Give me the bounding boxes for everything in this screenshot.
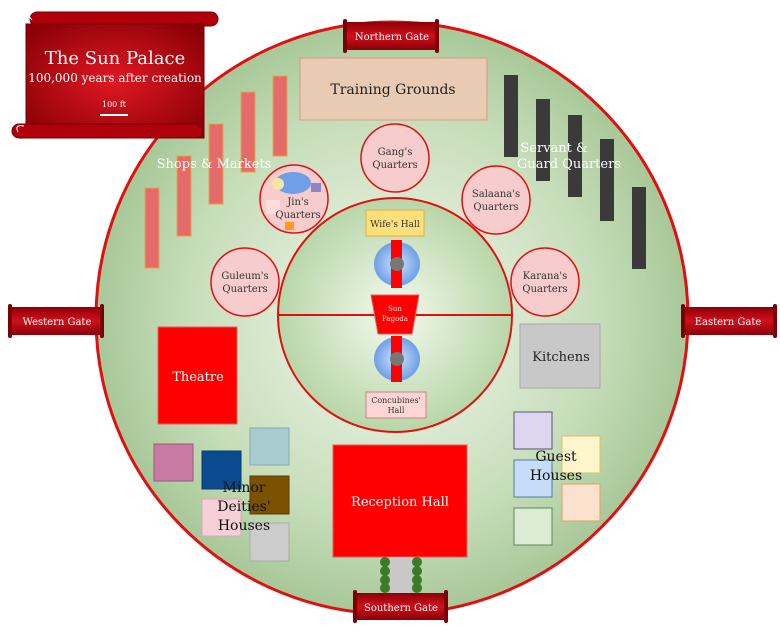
svg-text:Southern Gate: Southern Gate: [364, 603, 438, 614]
sun-pagoda-label-1: Sun: [388, 305, 402, 313]
guest-houses[interactable]: [513, 411, 601, 546]
guest-houses-label-1: Guest: [535, 449, 577, 465]
training-grounds-label: Training Grounds: [330, 82, 455, 98]
reception-hall-label: Reception Hall: [351, 495, 449, 510]
reception-hall[interactable]: [332, 444, 468, 558]
northern-gate[interactable]: Northern Gate: [343, 19, 439, 53]
minor-deities-label-1: Minor: [223, 480, 266, 496]
svg-text:Jin's: Jin's: [286, 197, 309, 208]
svg-text:Quarters: Quarters: [275, 210, 320, 221]
map-title: The Sun Palace: [45, 48, 185, 69]
south-path: [390, 557, 412, 597]
jin-garden: [272, 178, 284, 190]
kitchens[interactable]: [519, 323, 601, 389]
sun-pagoda[interactable]: [370, 294, 420, 335]
theatre-label: Theatre: [172, 370, 224, 385]
hedges: [380, 557, 422, 593]
minor-deities-label-2: Deities': [217, 499, 270, 515]
jin-quarters[interactable]: Jin's Quarters: [259, 164, 329, 234]
eastern-gate[interactable]: Eastern Gate: [681, 304, 777, 338]
minor-deities-houses[interactable]: [153, 427, 290, 562]
svg-text:Quarters: Quarters: [522, 284, 567, 295]
southern-gate[interactable]: Southern Gate: [353, 590, 448, 623]
jin-house: [266, 200, 280, 214]
minor-deities-label-3: Houses: [218, 518, 270, 534]
western-gate[interactable]: Western Gate: [8, 304, 104, 338]
concubines-hall-label-1: Concubines': [371, 396, 421, 405]
sun-pagoda-label-2: Pagoda: [382, 315, 408, 323]
title-banner: The Sun Palace 100,000 years after creat…: [11, 11, 219, 139]
map-subtitle: 100,000 years after creation: [28, 71, 202, 85]
servant-guard-label-2: Guard Quarters: [517, 157, 621, 172]
svg-text:Quarters: Quarters: [222, 284, 267, 295]
salaana-quarters[interactable]: Salaana's Quarters: [461, 165, 531, 235]
shops-markets-label: Shops & Markets: [157, 157, 272, 172]
svg-text:Quarters: Quarters: [473, 202, 518, 213]
svg-text:Salaana's: Salaana's: [472, 189, 520, 200]
svg-text:Karana's: Karana's: [523, 271, 567, 282]
training-grounds[interactable]: [299, 57, 488, 121]
concubines-hall[interactable]: [365, 391, 427, 419]
svg-text:Guleum's: Guleum's: [221, 271, 268, 282]
karana-quarters[interactable]: Karana's Quarters: [510, 247, 580, 317]
jin-shed: [311, 183, 321, 192]
upper-fountain: [390, 257, 404, 271]
lower-fountain: [390, 352, 404, 366]
servant-guard-quarters[interactable]: [504, 75, 646, 269]
servant-guard-label-1: Servant &: [520, 141, 587, 156]
wifes-hall-label: Wife's Hall: [370, 220, 420, 230]
jin-store: [285, 222, 294, 230]
wifes-hall[interactable]: [365, 209, 425, 237]
theatre[interactable]: [157, 326, 238, 425]
svg-text:Quarters: Quarters: [372, 160, 417, 171]
scale-label: 100 ft: [102, 100, 127, 109]
shops-markets[interactable]: [144, 75, 288, 269]
guest-houses-label-2: Houses: [530, 468, 582, 484]
svg-text:Eastern Gate: Eastern Gate: [695, 317, 762, 328]
svg-text:Northern Gate: Northern Gate: [355, 32, 429, 43]
jin-pool: [275, 172, 311, 194]
concubines-hall-label-2: Hall: [388, 406, 405, 415]
svg-text:Gang's: Gang's: [378, 147, 413, 158]
kitchens-label: Kitchens: [532, 350, 589, 365]
svg-text:Western Gate: Western Gate: [23, 317, 92, 328]
guleum-quarters[interactable]: Guleum's Quarters: [210, 247, 280, 317]
gang-quarters[interactable]: Gang's Quarters: [360, 123, 430, 193]
